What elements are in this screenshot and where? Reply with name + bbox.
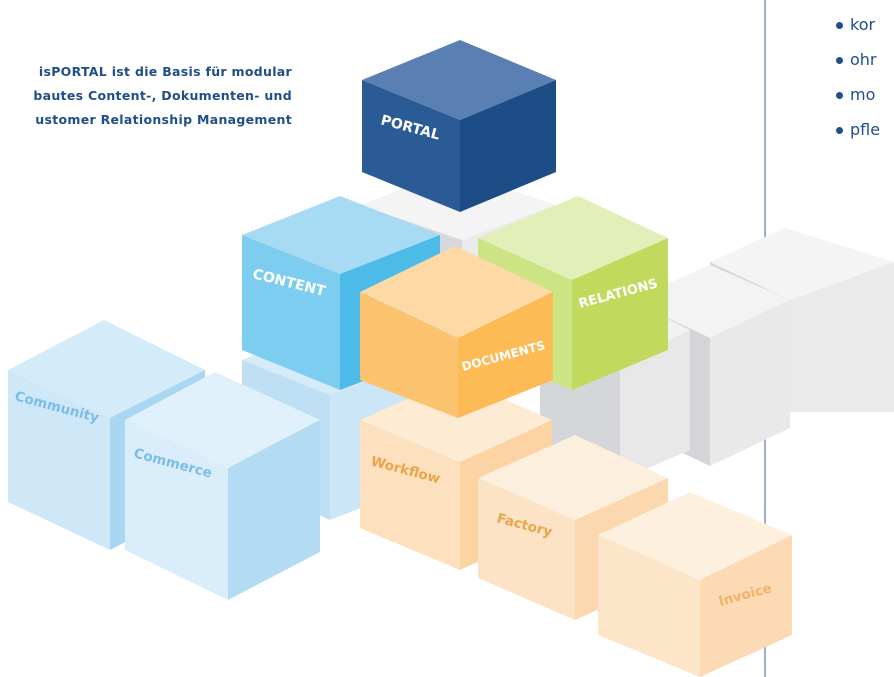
intro-line-2: bautes Content-, Dokumenten- und xyxy=(33,88,292,103)
portal-cube: PORTAL xyxy=(362,40,556,212)
intro-line-1: isPORTAL ist die Basis für modular xyxy=(38,64,292,79)
intro-line-3: ustomer Relationship Management xyxy=(35,112,292,127)
feature-item: ohr xyxy=(836,49,880,84)
invoice-cube: Invoice xyxy=(598,492,792,677)
feature-item: mo xyxy=(836,84,880,119)
feature-item: pfle xyxy=(836,119,880,154)
documents-cube: DOCUMENTS xyxy=(360,246,553,418)
feature-list: kor ohr mo pfle xyxy=(836,14,880,154)
feature-item: kor xyxy=(836,14,880,49)
intro-text: isPORTAL ist die Basis für modular baute… xyxy=(0,60,292,132)
commerce-cube: Commerce xyxy=(125,372,320,600)
